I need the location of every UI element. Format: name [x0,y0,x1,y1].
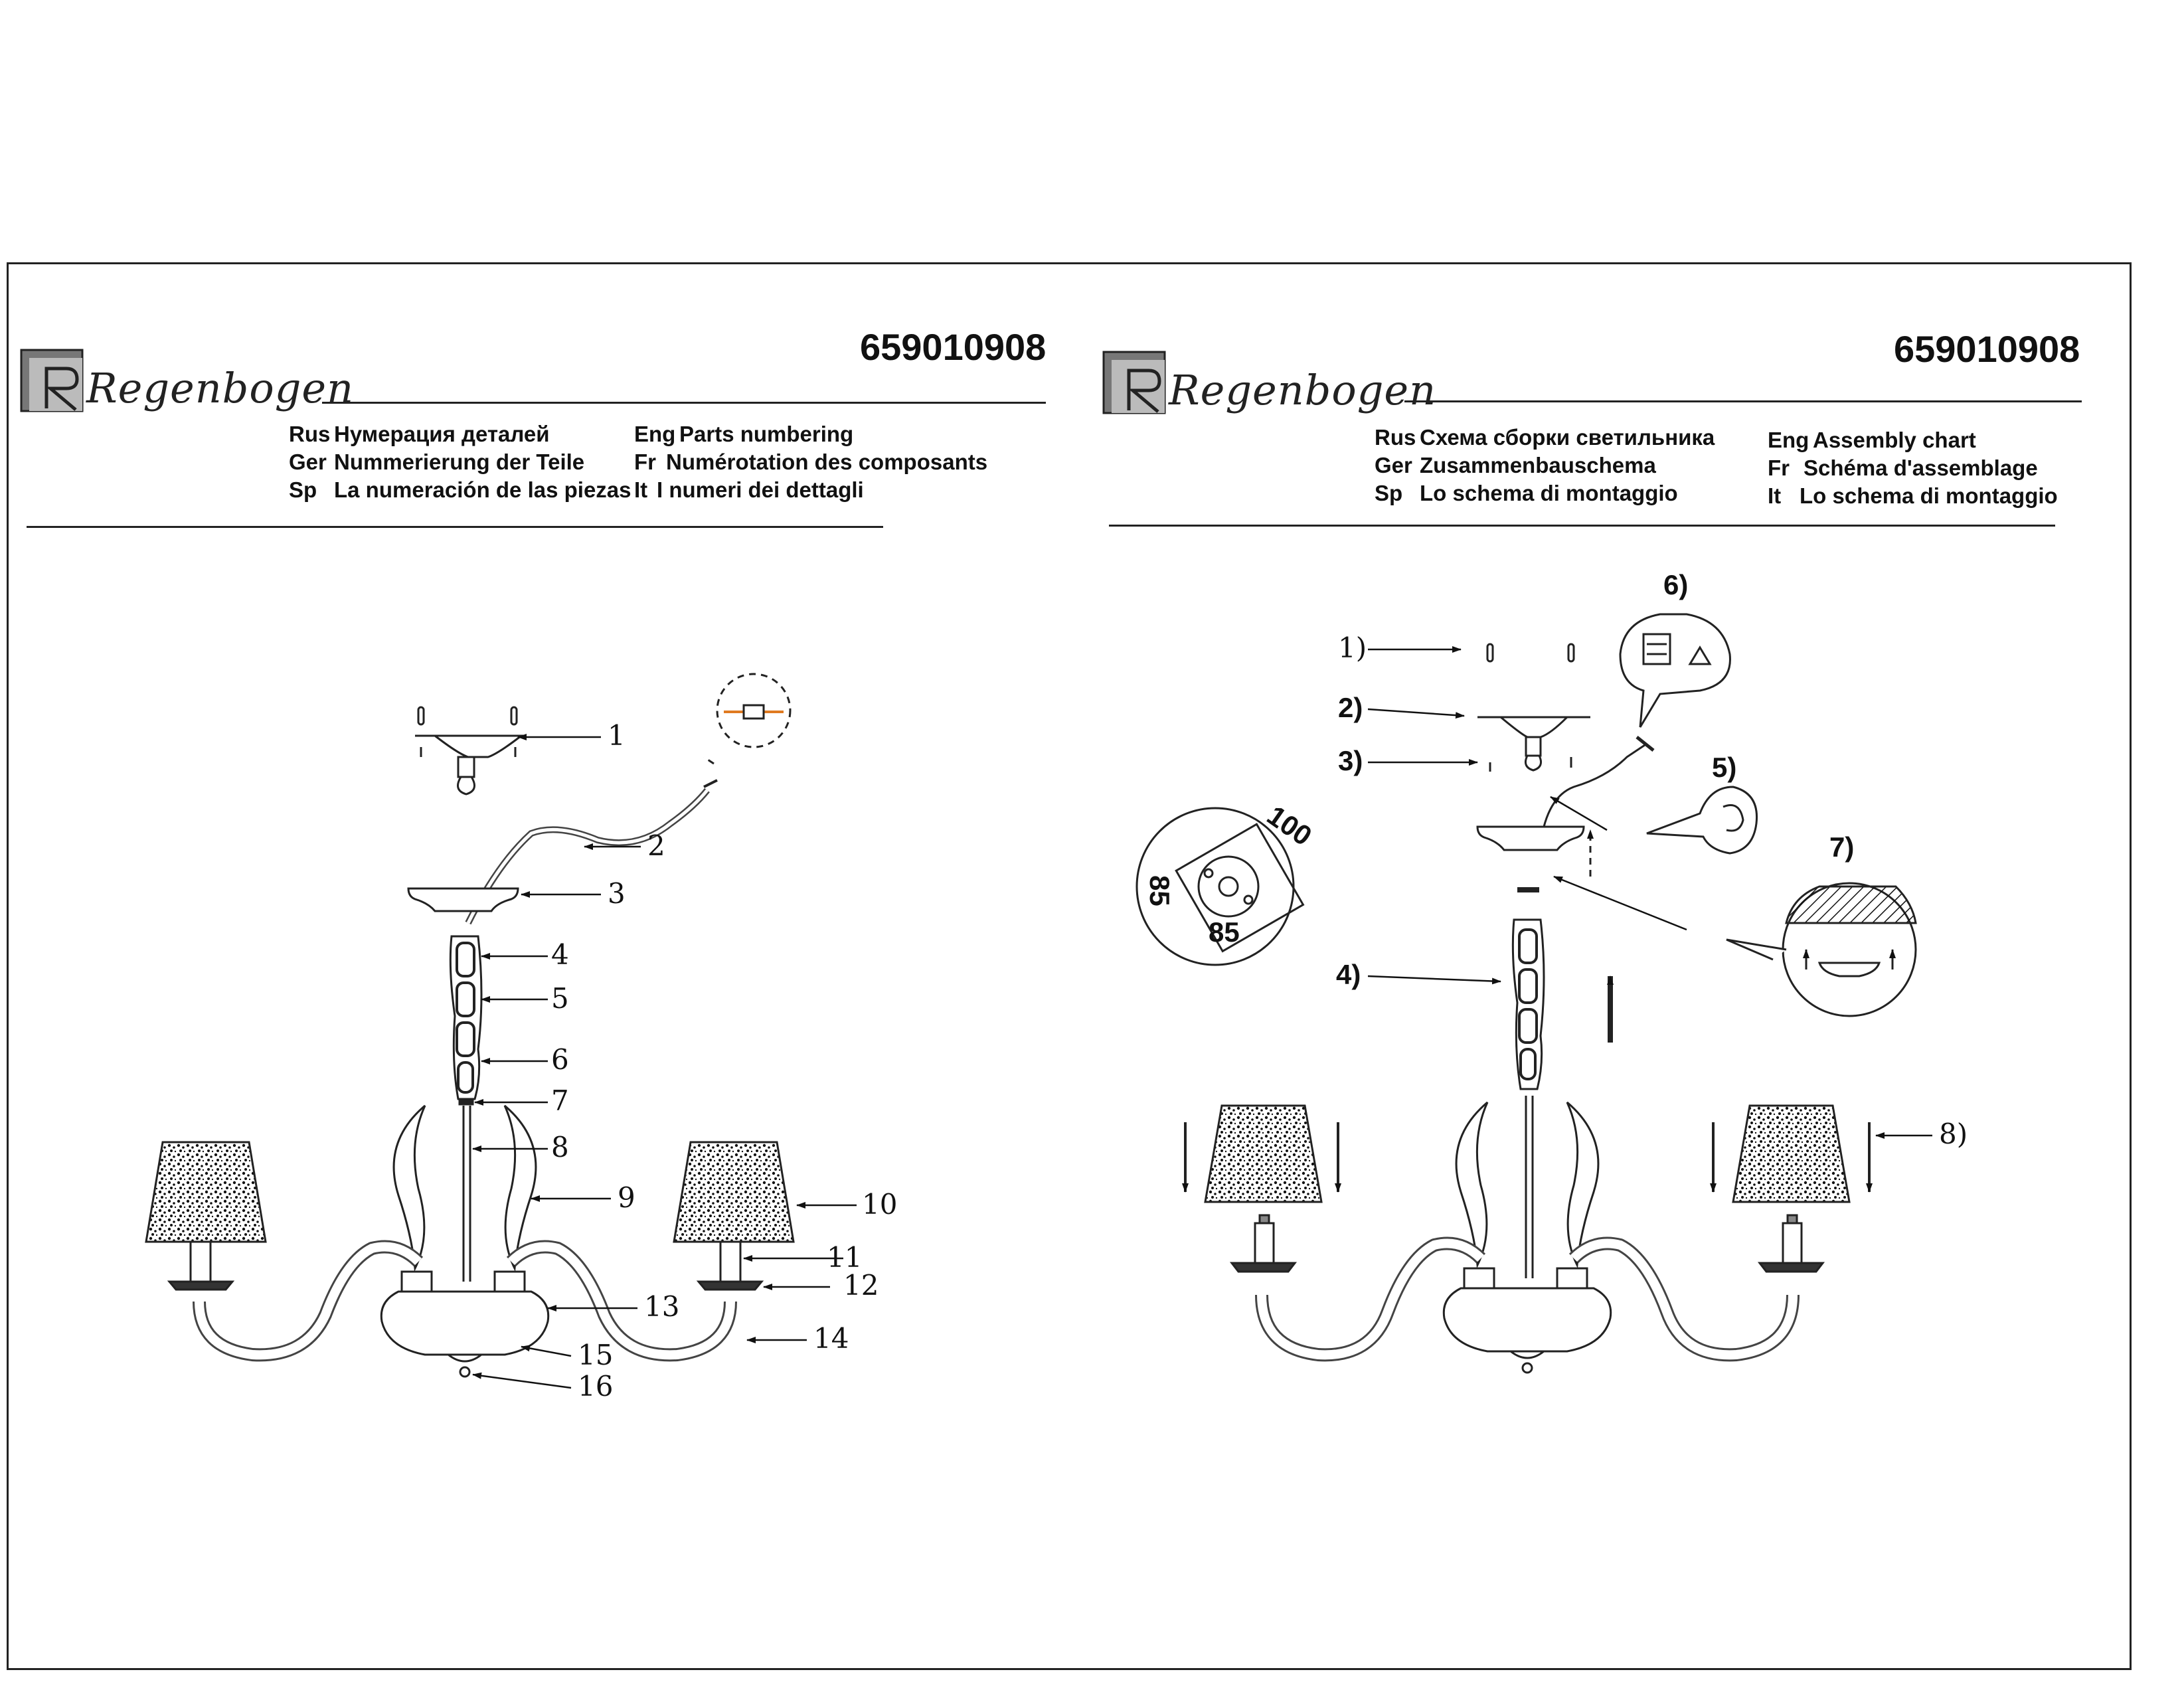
brand-mark-icon [1102,351,1166,414]
parts-diagram [145,673,795,1378]
step-label: 3) [1338,745,1363,776]
step-label: 4) [1336,959,1361,990]
left-leaf-part [392,1104,426,1272]
product-code-right: 659010908 [1894,328,2080,370]
right-leaf-part [503,1104,537,1272]
brand-logo-left: Regenbogen [20,349,354,412]
step-label: 7) [1829,831,1854,863]
page-frame [7,262,2132,1670]
brand-name: Regenbogen [86,364,355,412]
power-cord-part [465,788,710,925]
part-label: 1 [608,719,626,752]
step-label: 5) [1712,752,1736,783]
brand-mark-icon [20,349,84,412]
part-label: 5 [551,982,569,1015]
step-leaders [1367,646,1932,1139]
dimension-label: 100 [1262,800,1317,852]
ceiling-bracket-part [415,706,525,796]
brand-logo-right: Regenbogen [1102,351,1436,414]
part-label: 10 [862,1188,897,1221]
part-label: 12 [843,1269,879,1302]
left-shade-part [145,1141,267,1243]
header-rule-left-bottom [27,526,883,528]
part-labels: 1 2 3 4 5 6 7 8 9 10 11 12 13 14 15 16 [551,719,897,1402]
part-label: 13 [644,1290,679,1323]
header-rule-right-top [1404,400,2082,402]
part-leaders [472,734,857,1389]
assembly-diagram [1135,613,1917,1374]
step-label: 1) [1338,632,1367,664]
part-label: 4 [551,938,569,971]
header-rule-right-bottom [1109,525,2055,527]
brand-name: Regenbogen [1169,366,1437,414]
part-label: 16 [578,1370,613,1402]
part-label: 3 [608,877,626,910]
chain-cover-part [449,935,483,1100]
step-labels: 1) 2) 3) 4) 5) 6) 7) 8) 100 85 85 [1144,569,1968,1150]
dimension-label: 85 [1144,875,1175,906]
header-rule-left-top [322,402,1046,404]
canopy-part [407,887,519,912]
step-label: 2) [1338,692,1363,723]
part-label: 11 [827,1241,862,1274]
part-label: 9 [618,1181,635,1214]
step-label: 8) [1939,1118,1968,1150]
chain-links [456,942,475,1094]
center-body-part [380,1290,550,1356]
right-shade-part [673,1141,795,1243]
part-label: 7 [551,1084,569,1117]
part-label: 15 [578,1339,613,1371]
part-label: 8 [551,1131,569,1163]
step-label: 6) [1663,569,1688,600]
part-label: 14 [813,1322,849,1355]
part-label: 6 [551,1043,569,1076]
product-code-left: 659010908 [860,326,1047,368]
dimension-label: 85 [1209,916,1240,948]
part-label: 2 [647,829,665,862]
